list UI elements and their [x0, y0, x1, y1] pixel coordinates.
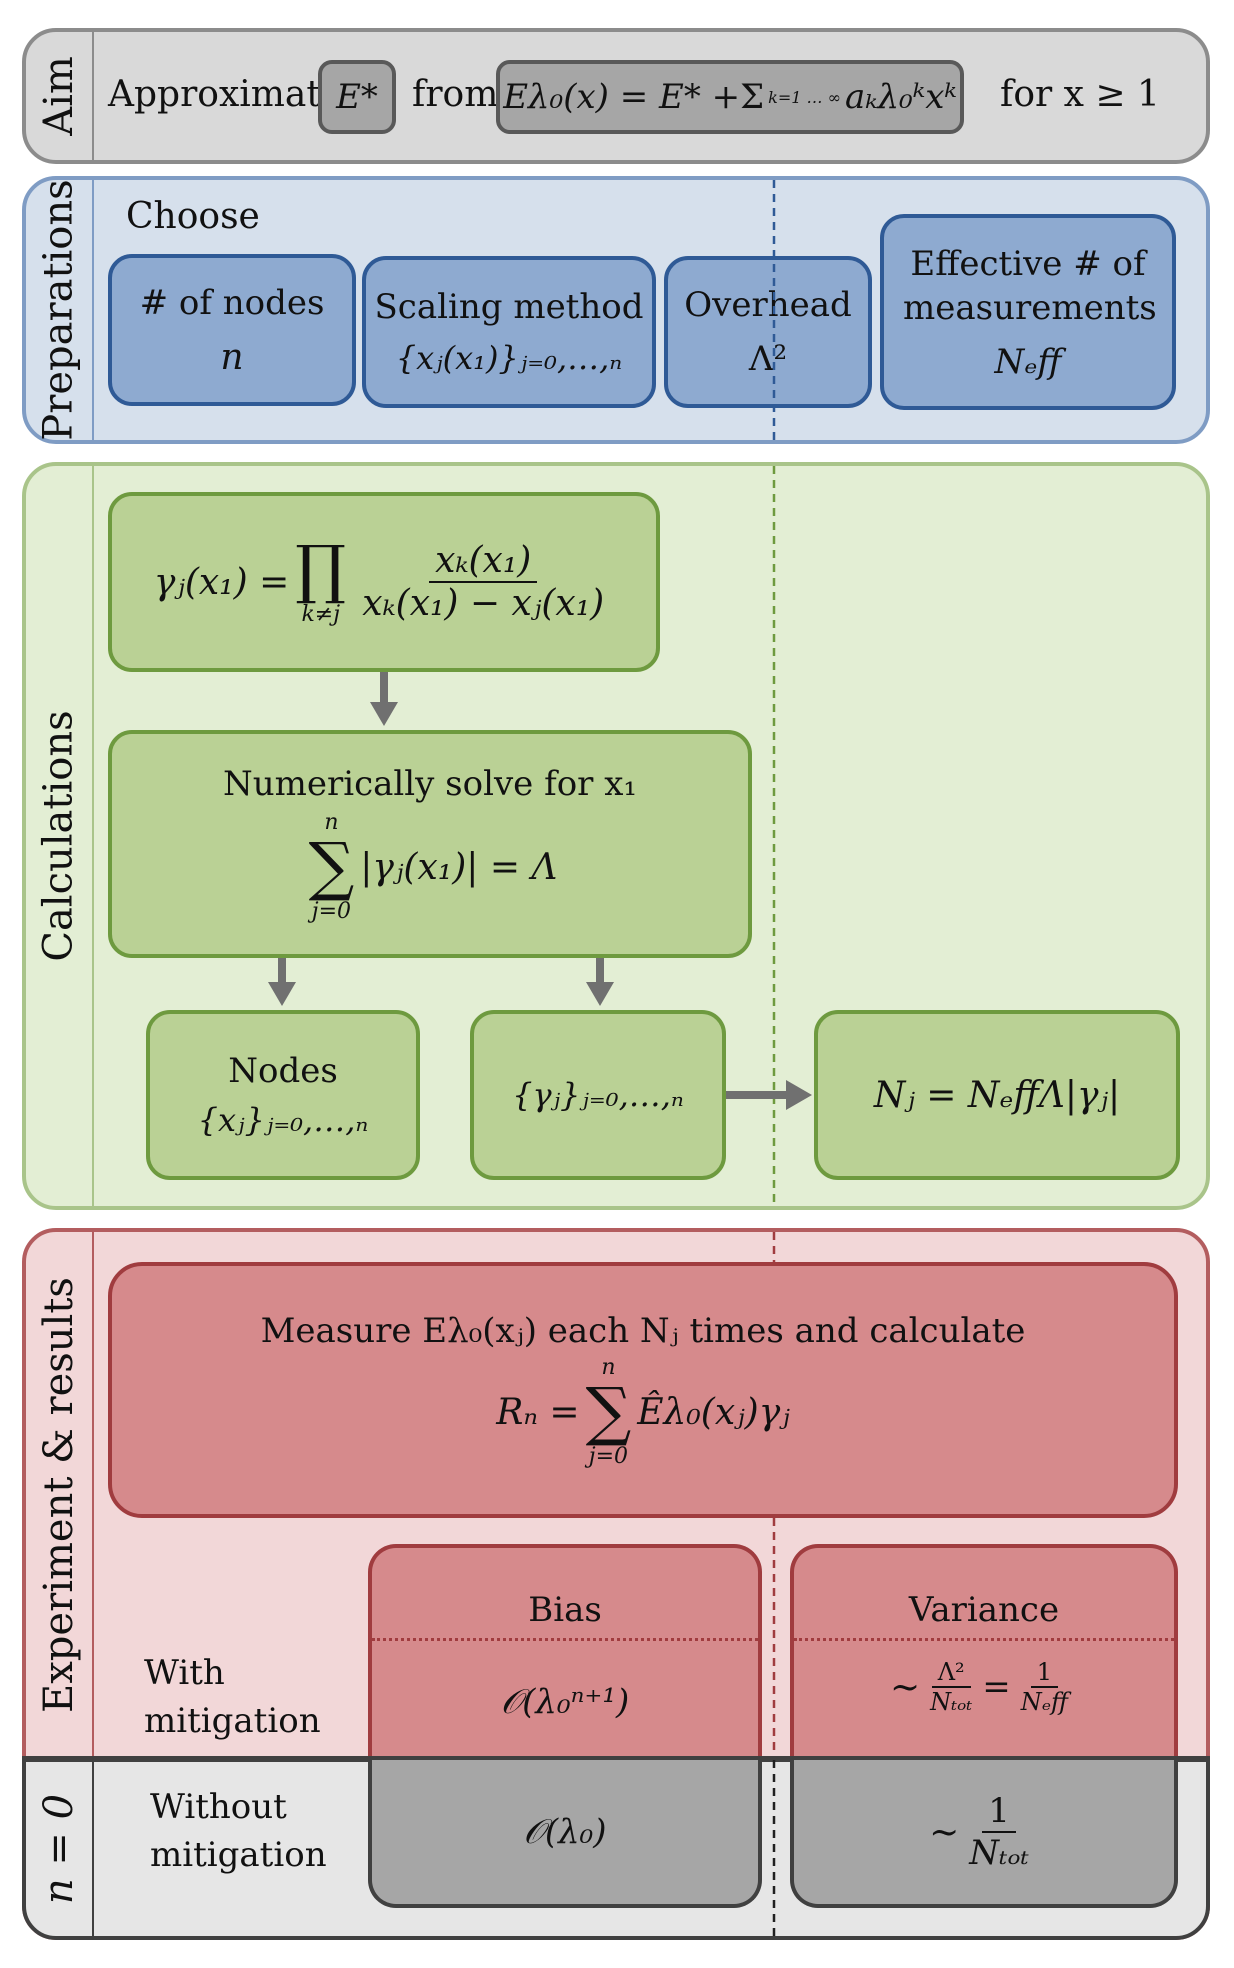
rn-lhs: Rₙ = — [496, 1391, 580, 1433]
variance-with-num1: Λ² — [931, 1658, 971, 1688]
prep-nodes-value: n — [220, 336, 244, 378]
rn-rhs: Êλ₀(xⱼ)γⱼ — [637, 1391, 790, 1433]
preparations-choose-text: Choose — [126, 196, 260, 237]
bias-column-without: 𝒪(λ₀) — [368, 1760, 762, 1908]
solve-sum-top: n — [324, 810, 339, 835]
variance-with-equals: = — [982, 1667, 1011, 1707]
experiment-section-label: Experiment & results — [36, 1277, 82, 1713]
prep-overhead-box: Overhead Λ² — [664, 256, 872, 408]
variance-with-frac1: Λ² Nₜₒₜ — [924, 1658, 978, 1716]
preparations-section-label: Preparations — [36, 179, 82, 441]
gamma-denominator: xₖ(x₁) − xⱼ(x₁) — [362, 583, 605, 624]
gamma-product-index: k≠j — [301, 601, 341, 627]
bias-without-value: 𝒪(λ₀) — [523, 1812, 607, 1852]
prep-overhead-value: Λ² — [748, 339, 788, 379]
no-mitigation-label-col: n = 0 — [26, 1762, 92, 1936]
rn-sum-symbol: ∑ — [585, 1375, 632, 1449]
aim-section-label: Aim — [36, 56, 83, 136]
nodes-value: {xⱼ}ⱼ₌₀,…,ₙ — [197, 1101, 369, 1139]
aim-condition-text: for x ≥ 1 — [1000, 74, 1160, 115]
variance-with-tilde: ~ — [889, 1666, 921, 1708]
aim-target-box: E* — [318, 60, 396, 134]
variance-with-value: ~ Λ² Nₜₒₜ = 1 Nₑff — [794, 1658, 1174, 1716]
without-mitigation-label: Without mitigation — [150, 1787, 327, 1875]
variance-without-num: 1 — [982, 1791, 1016, 1833]
rn-sum-top: n — [601, 1355, 616, 1380]
solve-title: Numerically solve for x₁ — [222, 764, 638, 804]
aim-model-rhs: aₖλ₀ᵏxᵏ — [844, 77, 957, 117]
gamma-numerator: xₖ(x₁) — [429, 540, 538, 583]
aim-approximate-text: Approximate — [108, 74, 343, 115]
prep-nodes-box: # of nodes n — [108, 254, 356, 406]
variance-without-tilde: ~ — [929, 1811, 960, 1853]
mitigation-divider-line — [22, 1756, 1210, 1760]
calculations-label-col: Calculations — [26, 466, 92, 1206]
rn-sum-operator: n ∑ j=0 — [586, 1355, 632, 1469]
calculations-section-label: Calculations — [36, 710, 83, 962]
nj-formula: Nⱼ = NₑffΛ|γⱼ| — [873, 1074, 1121, 1116]
gamma-product-symbol: ∏ — [295, 532, 347, 607]
nodes-box: Nodes {xⱼ}ⱼ₌₀,…,ₙ — [146, 1010, 420, 1180]
aim-model-box: Eλ₀(x) = E* + Σ k=1 … ∞ aₖλ₀ᵏxᵏ — [496, 60, 964, 134]
gammas-box: {γⱼ}ⱼ₌₀,…,ₙ — [470, 1010, 726, 1180]
solve-rhs: |γⱼ(x₁)| = Λ — [360, 846, 558, 888]
prep-nodes-title: # of nodes — [139, 282, 325, 323]
experiment-label-col: Experiment & results — [26, 1232, 92, 1758]
prep-scaling-title: Scaling method — [374, 287, 644, 327]
solve-equation: n ∑ j=0 |γⱼ(x₁)| = Λ — [303, 810, 558, 924]
variance-column-with: Variance ~ Λ² Nₜₒₜ = 1 Nₑff — [790, 1544, 1178, 1760]
measure-text: Measure Eλ₀(xⱼ) each Nⱼ times and calcul… — [260, 1311, 1026, 1351]
rn-equation: Rₙ = n ∑ j=0 Êλ₀(xⱼ)γⱼ — [496, 1355, 789, 1469]
nodes-title: Nodes — [228, 1051, 338, 1091]
aim-model-lhs: Eλ₀(x) = E* + — [503, 77, 741, 117]
experiment-separator — [92, 1232, 94, 1758]
bias-header-divider — [372, 1638, 758, 1641]
gamma-formula-box: γⱼ(x₁) = ∏ k≠j xₖ(x₁) xₖ(x₁) − xⱼ(x₁) — [108, 492, 660, 672]
preparations-separator — [92, 180, 94, 440]
calculations-separator — [92, 466, 94, 1206]
no-mitigation-separator — [92, 1760, 94, 1936]
gamma-lhs: γⱼ(x₁) = — [153, 561, 290, 603]
aim-label-col: Aim — [26, 32, 92, 160]
variance-with-frac2: 1 Nₑff — [1015, 1658, 1074, 1716]
variance-header-divider — [794, 1638, 1174, 1641]
aim-model-sum: Σ — [740, 77, 765, 117]
prep-effective-title: Effective # of measurements — [903, 243, 1157, 328]
variance-with-num2: 1 — [1030, 1658, 1059, 1688]
variance-without-den: Nₜₒₜ — [969, 1833, 1029, 1873]
solve-sum-operator: n ∑ j=0 — [309, 810, 355, 924]
rn-sum-bottom: j=0 — [588, 1444, 629, 1469]
variance-header: Variance — [908, 1590, 1060, 1630]
aim-model-sum-limits: k=1 … ∞ — [768, 87, 841, 107]
prep-overhead-title: Overhead — [684, 285, 852, 325]
variance-column-without: ~ 1 Nₜₒₜ — [790, 1760, 1178, 1908]
bias-header: Bias — [528, 1590, 602, 1630]
prep-scaling-value: {xⱼ(x₁)}ⱼ₌₀,…,ₙ — [395, 339, 623, 377]
prep-effective-box: Effective # of measurements Nₑff — [880, 214, 1176, 410]
preparations-label-col: Preparations — [26, 179, 92, 441]
gammas-value: {γⱼ}ⱼ₌₀,…,ₙ — [512, 1076, 684, 1114]
solve-box: Numerically solve for x₁ n ∑ j=0 |γⱼ(x₁)… — [108, 730, 752, 958]
gamma-fraction: xₖ(x₁) xₖ(x₁) − xⱼ(x₁) — [356, 540, 610, 624]
with-mitigation-label: With mitigation — [144, 1653, 321, 1741]
variance-without-frac: 1 Nₜₒₜ — [963, 1791, 1035, 1873]
solve-sum-bottom: j=0 — [311, 899, 352, 924]
prep-scaling-box: Scaling method {xⱼ(x₁)}ⱼ₌₀,…,ₙ — [362, 256, 656, 408]
gamma-product-operator: ∏ k≠j — [295, 538, 346, 627]
bias-with-value: 𝒪(λ₀ⁿ⁺¹) — [500, 1682, 630, 1722]
measure-box: Measure Eλ₀(xⱼ) each Nⱼ times and calcul… — [108, 1262, 1178, 1518]
aim-target-symbol: E* — [336, 77, 378, 117]
no-mitigation-section-label: n = 0 — [36, 1793, 82, 1905]
aim-separator — [92, 32, 94, 160]
variance-with-den2: Nₑff — [1020, 1688, 1069, 1716]
bias-column-with: Bias 𝒪(λ₀ⁿ⁺¹) — [368, 1544, 762, 1760]
nj-box: Nⱼ = NₑffΛ|γⱼ| — [814, 1010, 1180, 1180]
solve-sum-symbol: ∑ — [308, 830, 355, 904]
variance-with-den1: Nₜₒₜ — [930, 1688, 973, 1716]
aim-from-text: from — [412, 74, 499, 115]
prep-effective-value: Nₑff — [994, 342, 1062, 383]
